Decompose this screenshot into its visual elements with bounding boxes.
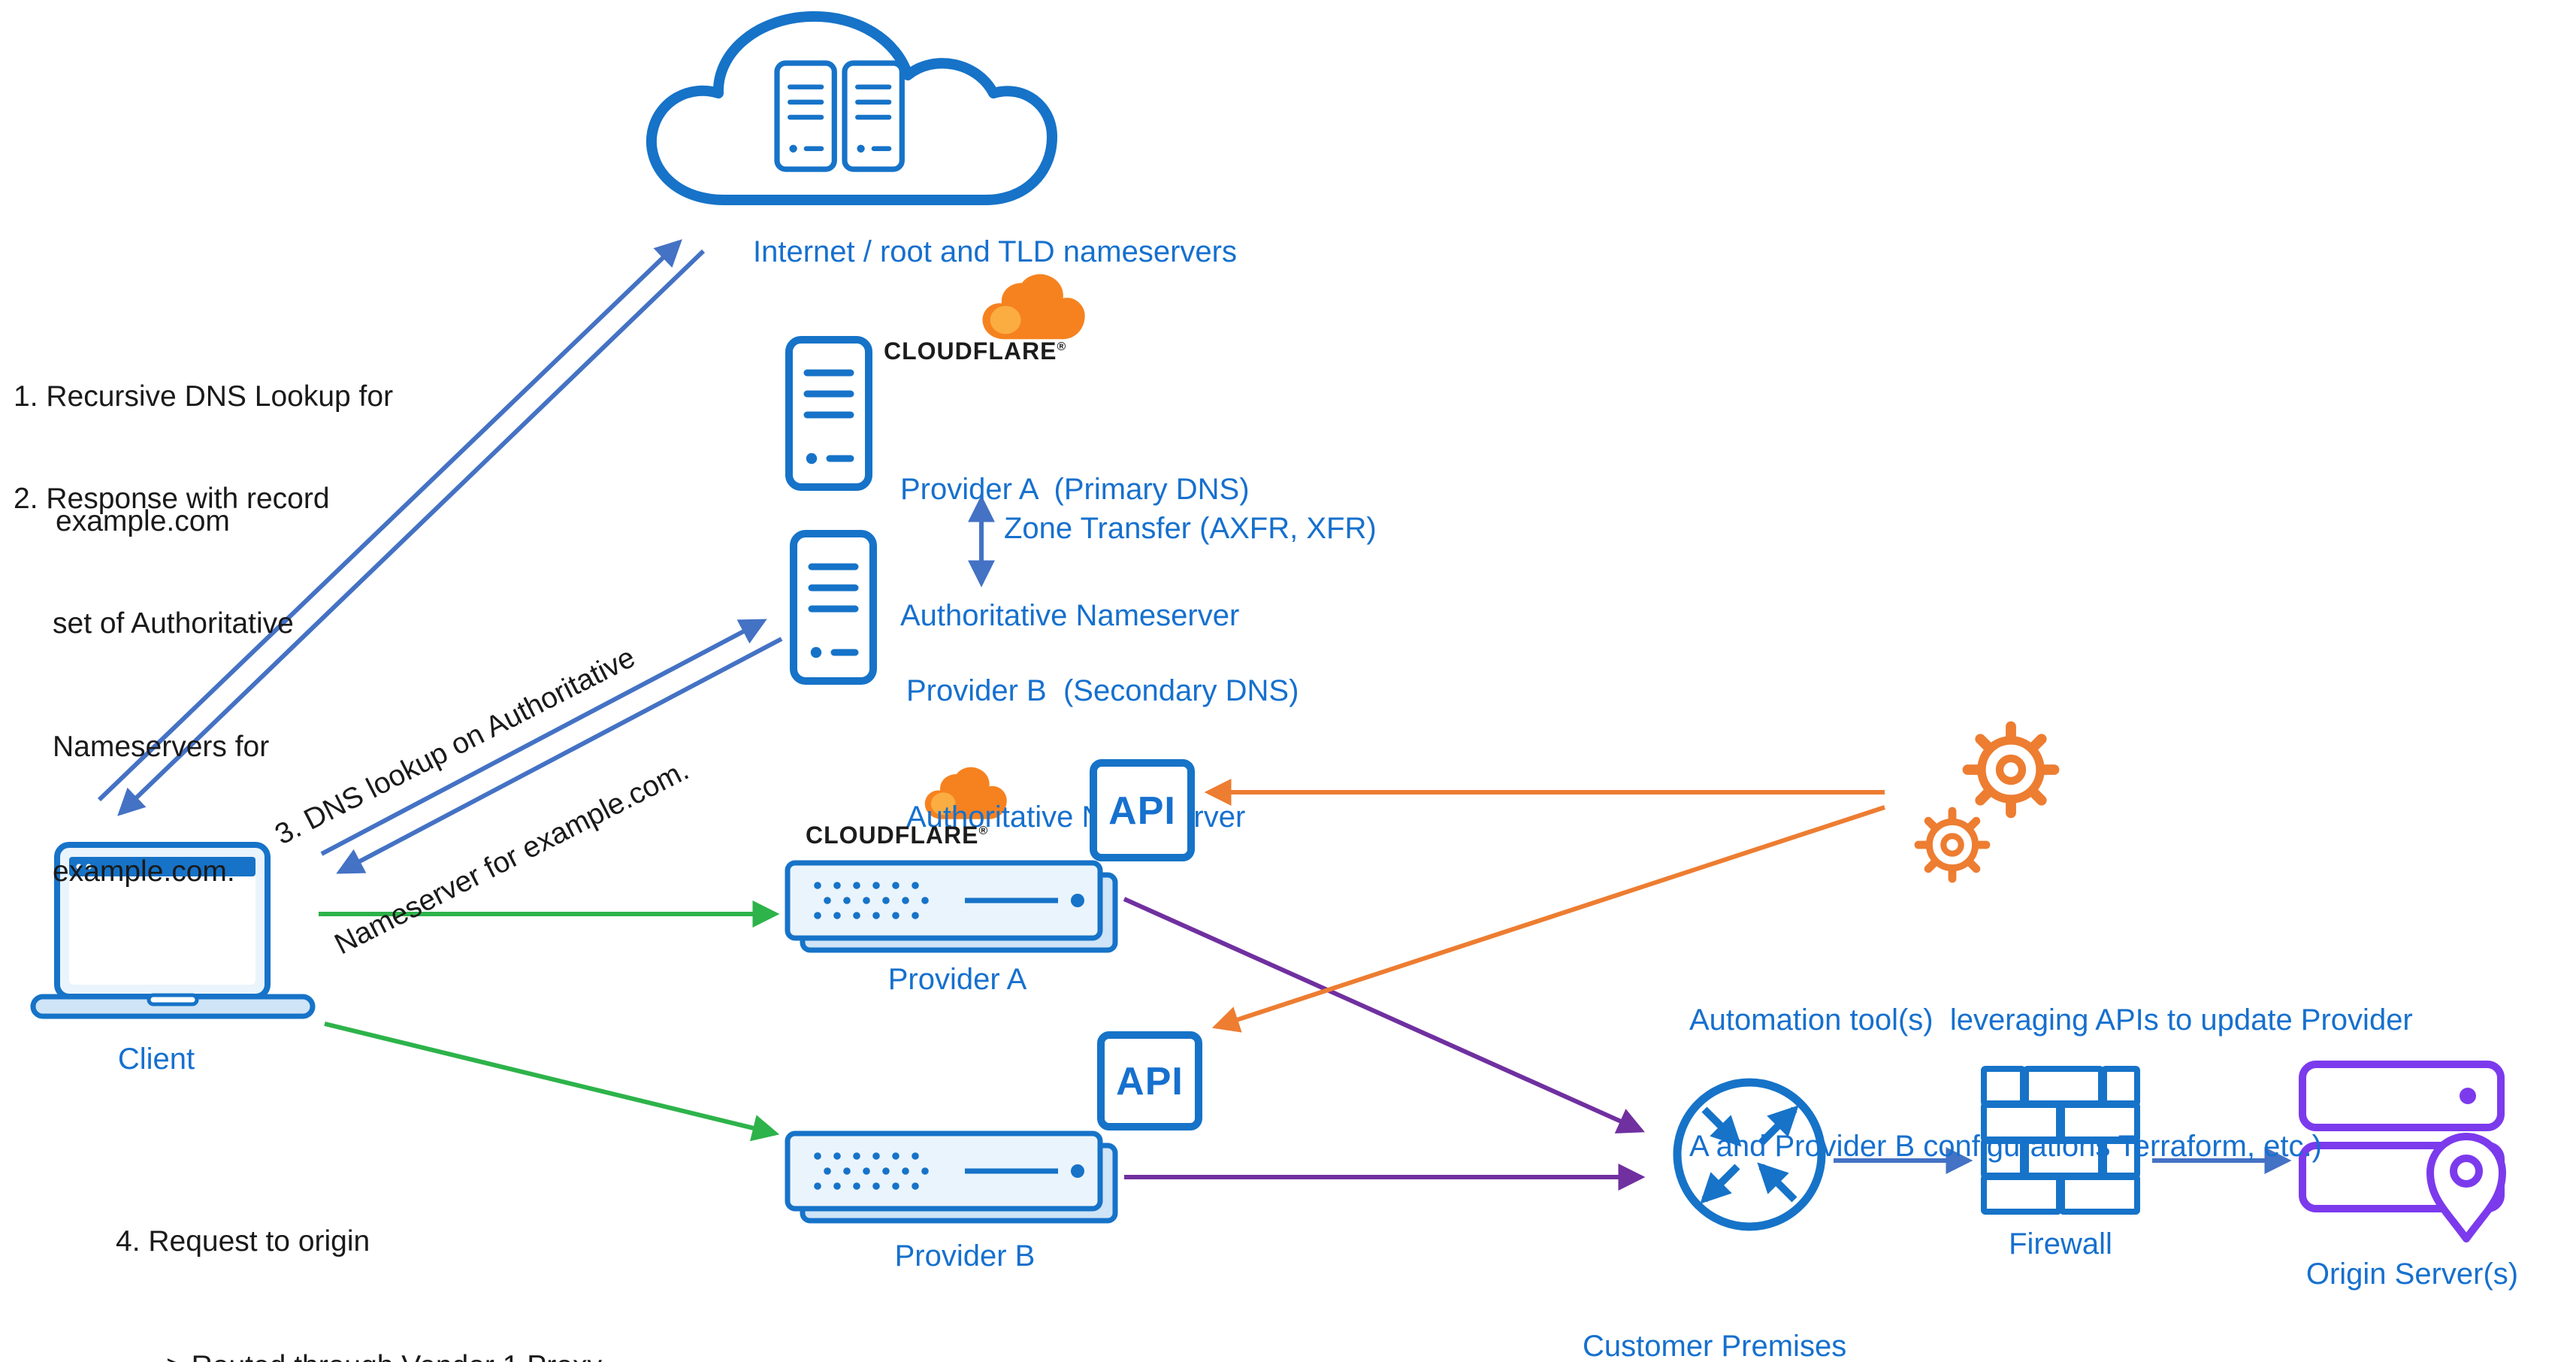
provider-a-to-cpe-arrow <box>1123 897 1645 1133</box>
automation-line: Automation tool(s) leveraging APIs to up… <box>1689 1004 2413 1037</box>
root-nameserver-icon <box>777 63 834 169</box>
annotation-step2-line: example.com. <box>53 855 235 888</box>
annotation-step4-line: -> Routed through Vendor 1 Proxy <box>156 1346 698 1362</box>
api-box-provider-a: API <box>1090 759 1195 861</box>
provider-a-ns-label: Provider A (Primary DNS) Authoritative N… <box>900 385 1250 722</box>
firewall-label: Firewall <box>2009 1228 2112 1261</box>
client-to-provider-b-arrow <box>324 1021 780 1142</box>
annotation-step2-line: Nameservers for <box>53 731 270 764</box>
cpe-line: Customer Premises <box>1583 1330 1847 1362</box>
origin-label: Origin Server(s) <box>2305 1258 2519 1291</box>
authoritative-response-arrow <box>336 637 783 874</box>
cloudflare-logo-icon <box>982 274 1085 340</box>
annotation-step1-line: example.com <box>56 504 230 537</box>
tld-nameserver-icon <box>845 63 902 169</box>
location-pin-icon <box>2426 1133 2506 1242</box>
api-box-provider-b: API <box>1097 1031 1202 1130</box>
firewall-icon <box>1981 1066 2140 1215</box>
annotation-step2-line: set of Authoritative <box>53 607 294 640</box>
cpe-router-icon <box>1673 1078 1826 1231</box>
annotation-step4-line: 4. Request to origin <box>116 1225 370 1258</box>
annotation-step2: 2. Response with record set of Authorita… <box>14 397 330 976</box>
automation-line: A and Provider B configurations Terrafor… <box>1689 1130 2322 1164</box>
annotation-step1: 1. Recursive DNS Lookup for example.com <box>14 295 393 625</box>
cpe-label: Customer Premises Equipment (CPE) <box>1583 1242 1846 1362</box>
automation-gears-icon <box>1918 727 2054 879</box>
provider-b-ns-line: Provider B (Secondary DNS) <box>906 675 1299 708</box>
internet-label: Internet / root and TLD nameservers <box>752 236 1237 269</box>
cloudflare-brand-text: CLOUDFLARE <box>884 340 1057 365</box>
internet-cloud-icon <box>646 11 1057 205</box>
client-label: Client <box>117 1043 195 1076</box>
automation-label: Automation tool(s) leveraging APIs to up… <box>1689 916 2413 1252</box>
registered-mark: ® <box>1057 340 1067 353</box>
cloudflare-brand-text: CLOUDFLARE <box>806 824 979 849</box>
provider-a-ns-line: Authoritative Nameserver <box>900 600 1240 633</box>
automation-to-api-b-arrow <box>1211 805 1885 1033</box>
origin-servers-icon <box>2299 1061 2506 1242</box>
provider-a-ns-line: Provider A (Primary DNS) <box>900 474 1250 507</box>
arrow-layer <box>97 239 2292 1191</box>
provider-a-proxy-label: Provider A <box>887 964 1027 997</box>
cloudflare-wordmark: CLOUDFLARE® <box>806 824 988 851</box>
authoritative-lookup-arrow <box>320 619 767 856</box>
provider-b-nameserver-icon <box>794 534 873 681</box>
provider-b-proxy-label: Provider B <box>894 1240 1036 1273</box>
registered-mark: ® <box>978 824 989 837</box>
annotation-step4: 4. Request to origin -> Routed through V… <box>116 1140 698 1362</box>
dns-response-arrow <box>117 249 706 816</box>
recursive-lookup-arrow <box>97 239 682 802</box>
annotation-step1-line: 1. Recursive DNS Lookup for <box>14 380 394 413</box>
provider-b-proxy-icon <box>788 1133 1115 1221</box>
zone-transfer-label: Zone Transfer (AXFR, XFR) <box>1004 513 1377 546</box>
cloudflare-wordmark: CLOUDFLARE® <box>884 340 1066 367</box>
provider-b-ns-label: Provider B (Secondary DNS) Authoritative… <box>906 586 1299 923</box>
annotation-step2-line: 2. Response with record <box>14 483 330 516</box>
laptop-icon <box>30 842 316 1019</box>
provider-a-nameserver-icon <box>789 340 869 487</box>
